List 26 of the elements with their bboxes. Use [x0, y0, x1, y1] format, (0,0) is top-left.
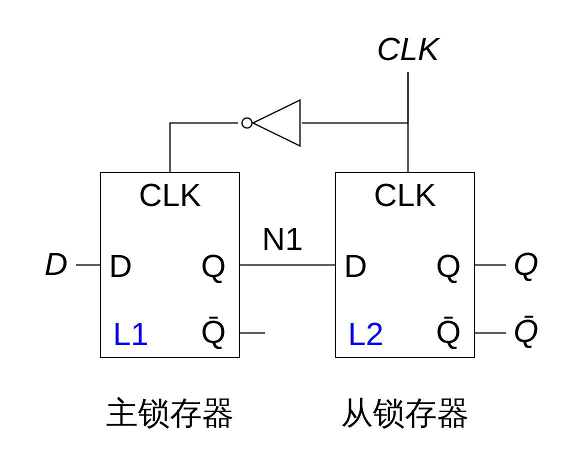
latch-name: L2	[348, 317, 384, 351]
wire	[475, 332, 506, 334]
pin-label: Q̄	[201, 315, 226, 349]
wire	[240, 332, 265, 334]
signal-label: CLK	[376, 32, 440, 66]
caption-text: 主锁存器	[106, 396, 234, 430]
pin-label: Q	[436, 249, 461, 283]
pin-label: D	[344, 249, 368, 283]
pin-label: CLK	[374, 178, 436, 212]
signal-label: Q̄	[514, 314, 538, 348]
signal-label: Q	[514, 247, 538, 281]
pin-label: D	[109, 249, 132, 283]
wire	[302, 72, 409, 124]
pin-label: Q	[201, 249, 226, 283]
wire	[169, 122, 238, 172]
pin-label: Q̄	[436, 315, 461, 349]
wire	[240, 264, 335, 266]
latch-name: L1	[113, 317, 149, 351]
pin-label: CLK	[138, 178, 202, 212]
caption-text: 从锁存器	[341, 396, 469, 430]
edge-label: N1	[262, 222, 303, 256]
signal-label: D	[44, 247, 68, 281]
latch-box	[335, 172, 475, 358]
wire	[475, 264, 506, 266]
latch-box	[100, 172, 240, 358]
wire	[76, 264, 100, 266]
